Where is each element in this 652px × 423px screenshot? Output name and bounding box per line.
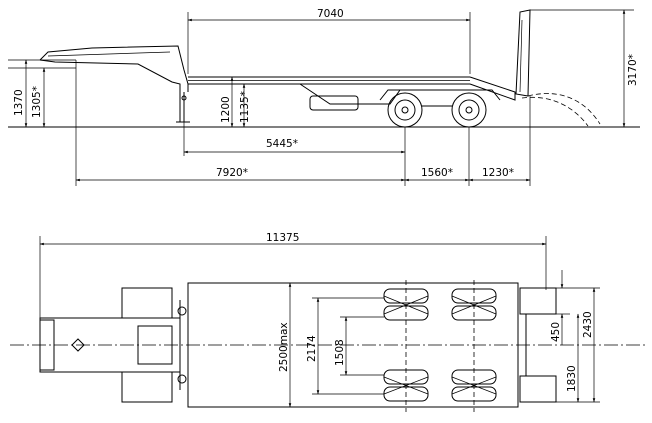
ramps-plan: [519, 287, 557, 403]
dim-3170: 3170*: [530, 9, 639, 128]
dim-label-7920: 7920*: [216, 167, 248, 179]
dim-label-11375: 11375: [266, 232, 299, 244]
gooseneck: [39, 45, 190, 123]
gooseneck-plan: [39, 287, 187, 403]
ramps: [515, 9, 601, 127]
dim-label-1135: 1135*: [239, 91, 251, 123]
wheel-groups: [383, 280, 497, 412]
dim-1370: 1370 1305*: [8, 59, 76, 128]
deck-plan: [187, 282, 519, 408]
dim-label-1830: 1830: [566, 365, 578, 392]
dim-label-1508: 1508: [334, 339, 346, 366]
rear-wheels: [379, 89, 501, 128]
dim-label-1560: 1560*: [421, 167, 453, 179]
dim-5445: 5445*: [183, 122, 406, 186]
dim-1200: 1200 1135*: [220, 76, 251, 128]
plan-view: 11375 2500max: [10, 232, 645, 412]
dim-label-1305: 1305*: [31, 86, 43, 118]
dim-7040: 7040: [187, 8, 471, 74]
side-view: 7040 3170* 1370 1305* 1200 1135*: [8, 8, 640, 186]
dim-label-2500: 2500max: [278, 322, 290, 372]
dim-label-2430: 2430: [582, 311, 594, 338]
dim-label-3170: 3170*: [627, 54, 639, 86]
dim-label-5445: 5445*: [266, 138, 298, 150]
dim-ramps: 450 2430 1830: [550, 270, 600, 403]
dim-label-1370: 1370: [13, 89, 25, 116]
dim-track: 2174 1508: [306, 297, 384, 395]
dim-label-7040: 7040: [317, 8, 344, 20]
dim-bottom-row: 7920* 1560* 1230*: [75, 60, 531, 186]
dim-label-1230: 1230*: [482, 167, 514, 179]
dim-2500: 2500max: [278, 282, 292, 408]
dim-label-1200: 1200: [220, 96, 232, 123]
dim-label-2174: 2174: [306, 335, 318, 362]
dim-label-450: 450: [550, 322, 562, 342]
dim-11375: 11375: [39, 232, 547, 318]
